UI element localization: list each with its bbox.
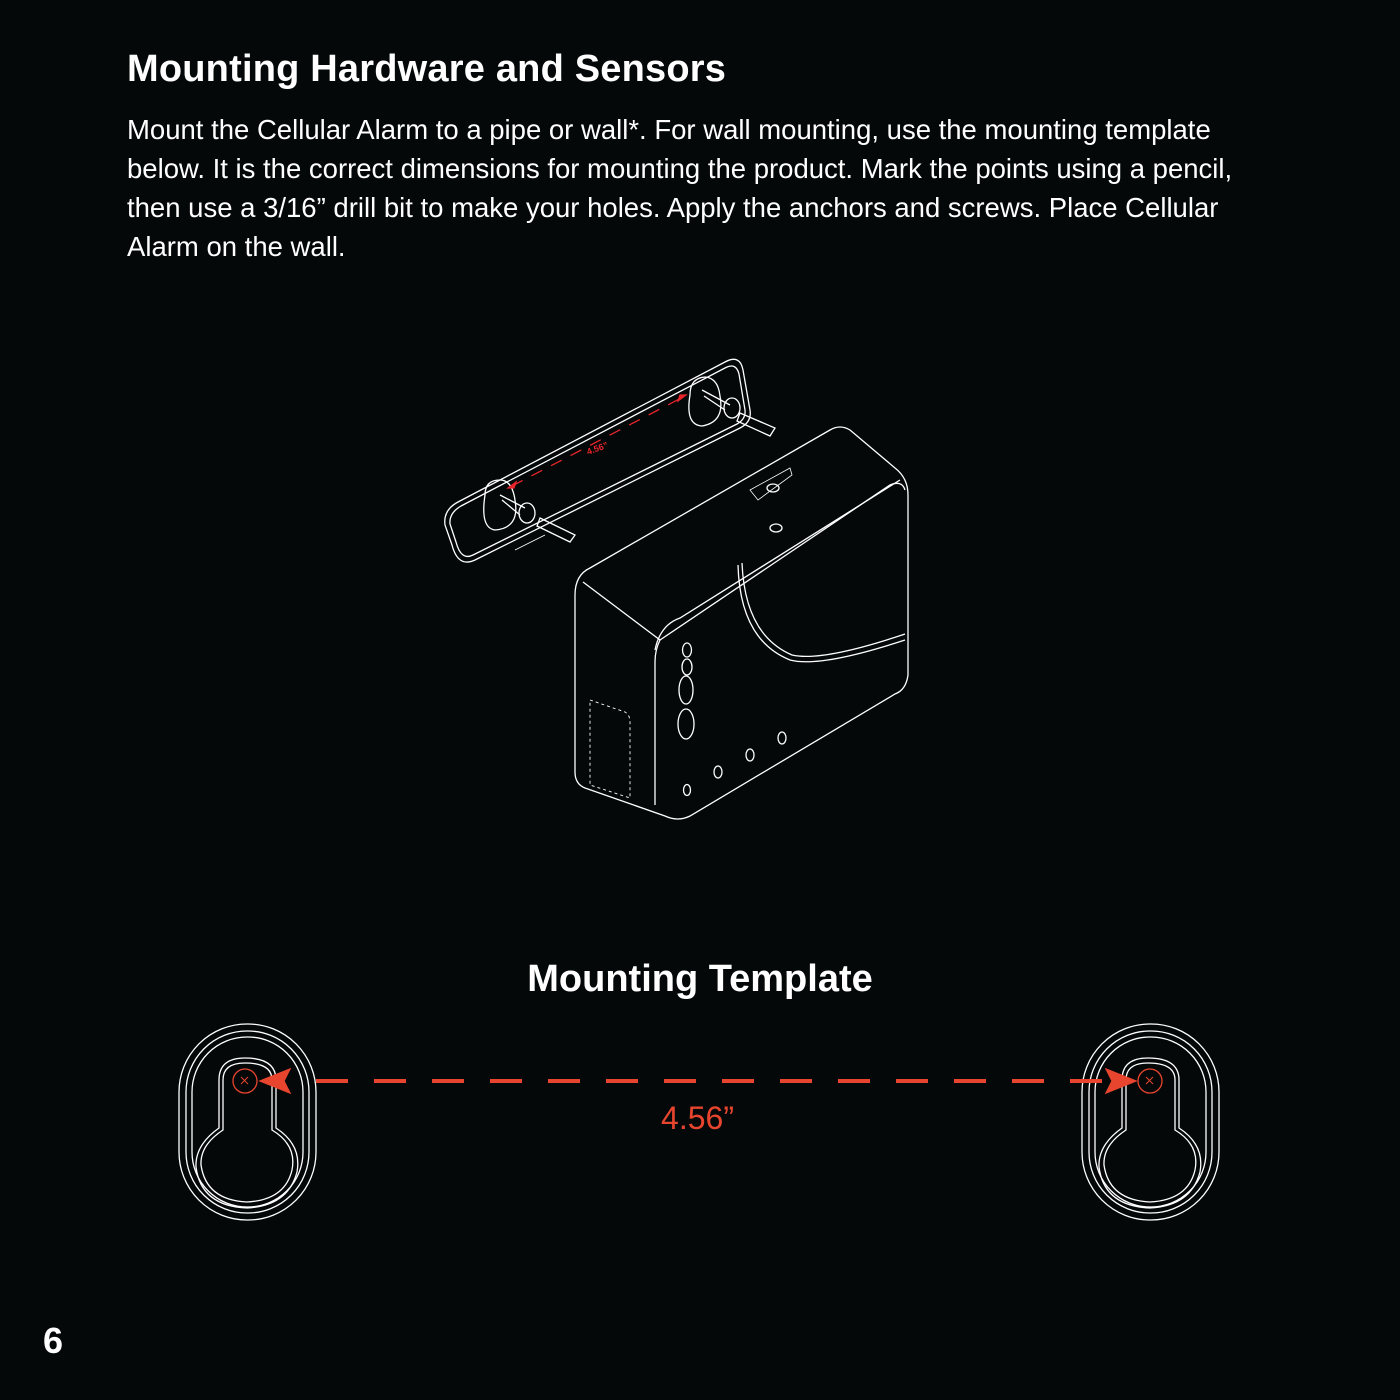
- arrow-left-icon: [258, 1067, 292, 1095]
- arrow-right-icon: [1104, 1067, 1138, 1095]
- dimension-line-red: [506, 394, 688, 489]
- template-title: Mounting Template: [527, 958, 873, 1000]
- cellular-alarm-mounting-illustration: 4.56”: [444, 358, 909, 820]
- page-title: Mounting Hardware and Sensors: [127, 48, 727, 90]
- illustration-dimension-label: 4.56”: [585, 440, 609, 457]
- keyhole-left: [178, 1023, 317, 1221]
- drill-point-left: [232, 1068, 258, 1094]
- page-number: 6: [43, 1320, 64, 1361]
- instructions-paragraph: Mount the Cellular Alarm to a pipe or wa…: [127, 114, 1233, 262]
- template-dimension-line: [232, 1067, 1163, 1095]
- drill-point-right: [1137, 1068, 1163, 1094]
- mounting-bracket: [444, 358, 776, 563]
- keyhole-right: [1081, 1023, 1220, 1221]
- mounting-template: [178, 1023, 1220, 1221]
- alarm-housing: [574, 426, 909, 820]
- template-dimension-label: 4.56”: [661, 1100, 734, 1136]
